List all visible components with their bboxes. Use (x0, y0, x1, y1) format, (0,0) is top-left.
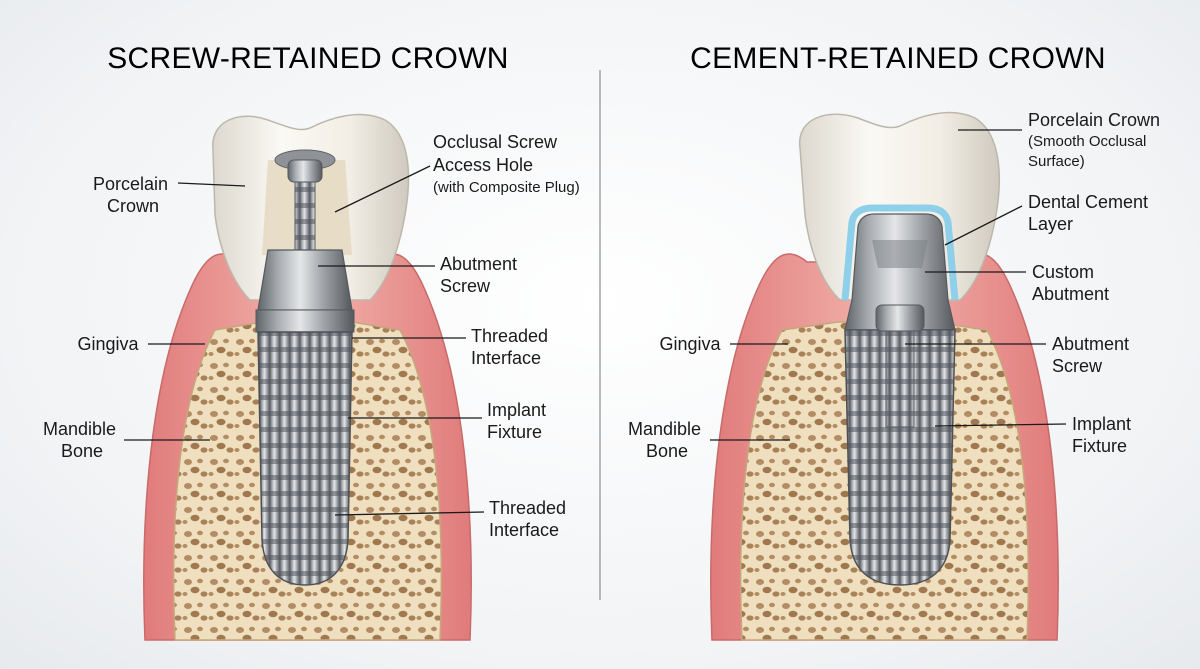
left-label-occlusal-screw: Occlusal Screw Access Hole (433, 132, 562, 175)
right-illustration (710, 111, 1059, 641)
left-label-implant-fixture: Implant Fixture (487, 400, 551, 442)
left-label-porcelain-crown: Porcelain Crown (93, 174, 173, 216)
right-label-abutment-screw: Abutment Screw (1052, 334, 1134, 376)
right-label-custom-abutment: Custom Abutment (1032, 262, 1109, 304)
right-label-implant-fixture: Implant Fixture (1072, 414, 1136, 456)
right-panel: CEMENT-RETAINED CROWN Gingiva Mandible B… (628, 42, 1160, 641)
left-leader-threaded-interface-lower (334, 511, 485, 516)
right-leader-dental-cement (944, 205, 1023, 246)
right-label-porcelain-crown: Porcelain Crown (1028, 110, 1160, 130)
left-label-abutment-screw: Abutment Screw (440, 254, 522, 296)
left-abutment (257, 249, 353, 311)
right-label-mandible-bone: Mandible Bone (628, 419, 706, 461)
left-leader-porcelain-crown (177, 182, 246, 187)
left-label-gingiva: Gingiva (77, 334, 139, 354)
right-implant-fixture (844, 329, 956, 586)
right-label-gingiva: Gingiva (659, 334, 721, 354)
right-panel-title: CEMENT-RETAINED CROWN (690, 42, 1106, 75)
left-panel-title: SCREW-RETAINED CROWN (107, 42, 509, 75)
left-leader-occlusal-screw (334, 165, 431, 213)
left-label-threaded-interface-lower: Threaded Interface (489, 498, 571, 540)
right-cement-layer (841, 204, 959, 301)
right-label-dental-cement: Dental Cement Layer (1028, 192, 1153, 234)
left-label-occlusal-screw-note: (with Composite Plug) (433, 179, 580, 196)
right-label-porcelain-crown-note: (Smooth Occlusal Surface) (1028, 133, 1151, 170)
right-abutment-screw (885, 330, 915, 428)
left-label-mandible-bone: Mandible Bone (43, 419, 121, 461)
left-label-threaded-interface-upper: Threaded Interface (471, 326, 553, 368)
right-custom-abutment (844, 213, 956, 331)
left-panel: SCREW-RETAINED CROWN Porcelain Crown (43, 42, 580, 641)
left-illustration (143, 113, 472, 641)
left-implant-fixture (257, 331, 353, 586)
right-leader-implant-fixture (934, 423, 1067, 427)
